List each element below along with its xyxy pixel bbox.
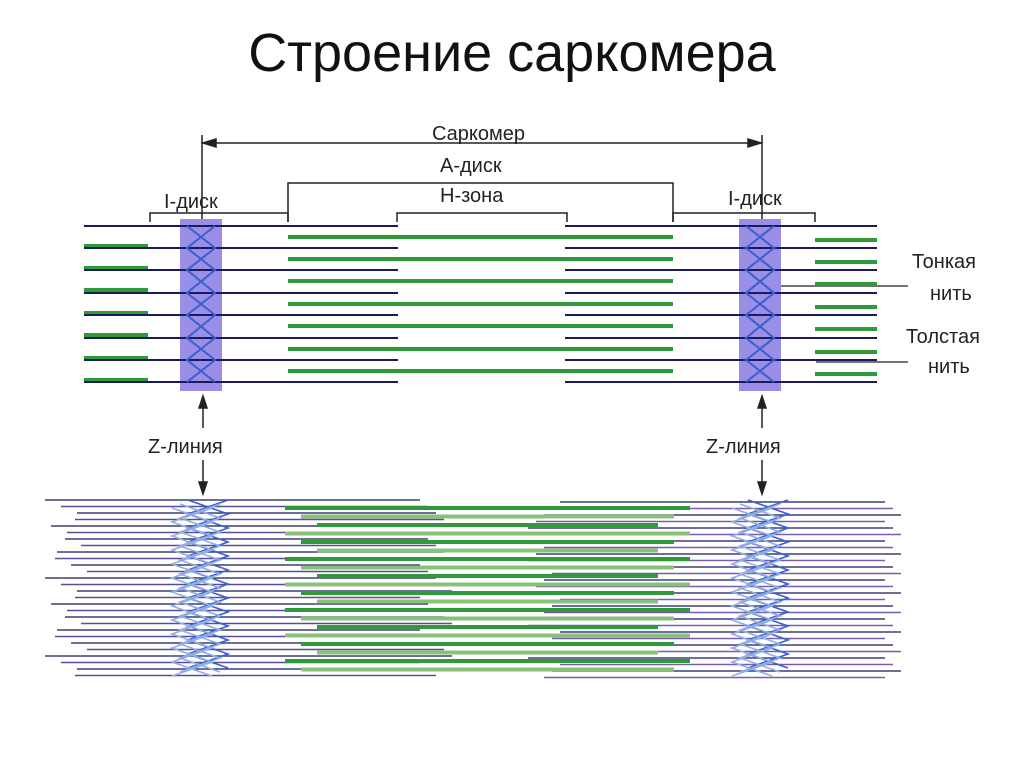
z-zigzag-3d (177, 503, 223, 673)
h-zone-bracket (396, 212, 568, 222)
page-title: Строение саркомера (248, 23, 776, 83)
z-line-right-label: Z-линия (706, 436, 781, 458)
z-line-left-label: Z-линия (148, 436, 223, 458)
z-zigzag-3d (737, 503, 783, 673)
h-zone-label: Н-зона (440, 185, 504, 207)
thin-filament-label-2: нить (930, 283, 972, 305)
z-zigzag-3d (729, 507, 775, 677)
z-zigzag-3d (737, 503, 783, 673)
z-zigzag-3d (169, 507, 215, 677)
i-band-left-bracket (149, 212, 289, 222)
sarcomere-bracket (200, 135, 764, 222)
a-band-label: А-диск (440, 155, 502, 177)
thick-filament-label-1: Толстая (906, 326, 980, 348)
z-line-right-arrows (756, 393, 768, 497)
thin-filament-label-1: Тонкая (912, 251, 976, 273)
z-zigzag-3d (185, 499, 231, 669)
z-zigzag-3d (729, 507, 775, 677)
i-band-right-label: I-диск (728, 188, 782, 210)
z-zigzag-3d (177, 503, 223, 673)
z-line-zigzag (185, 225, 217, 383)
z-line-left-arrows (197, 393, 209, 497)
i-band-left-label: I-диск (164, 191, 218, 213)
i-band-right-bracket (672, 212, 816, 222)
a-band-bracket (287, 182, 674, 222)
sarcomere-3d-view (45, 499, 901, 679)
sarcomere-label: Саркомер (432, 123, 525, 145)
z-zigzag-3d (169, 507, 215, 677)
z-zigzag-left (185, 225, 217, 383)
thick-filament-label-2: нить (928, 356, 970, 378)
z-zigzag-right (744, 225, 776, 383)
z-line-zigzag (744, 225, 776, 383)
upper-filaments (84, 225, 877, 383)
z-zigzag-3d (745, 499, 791, 669)
